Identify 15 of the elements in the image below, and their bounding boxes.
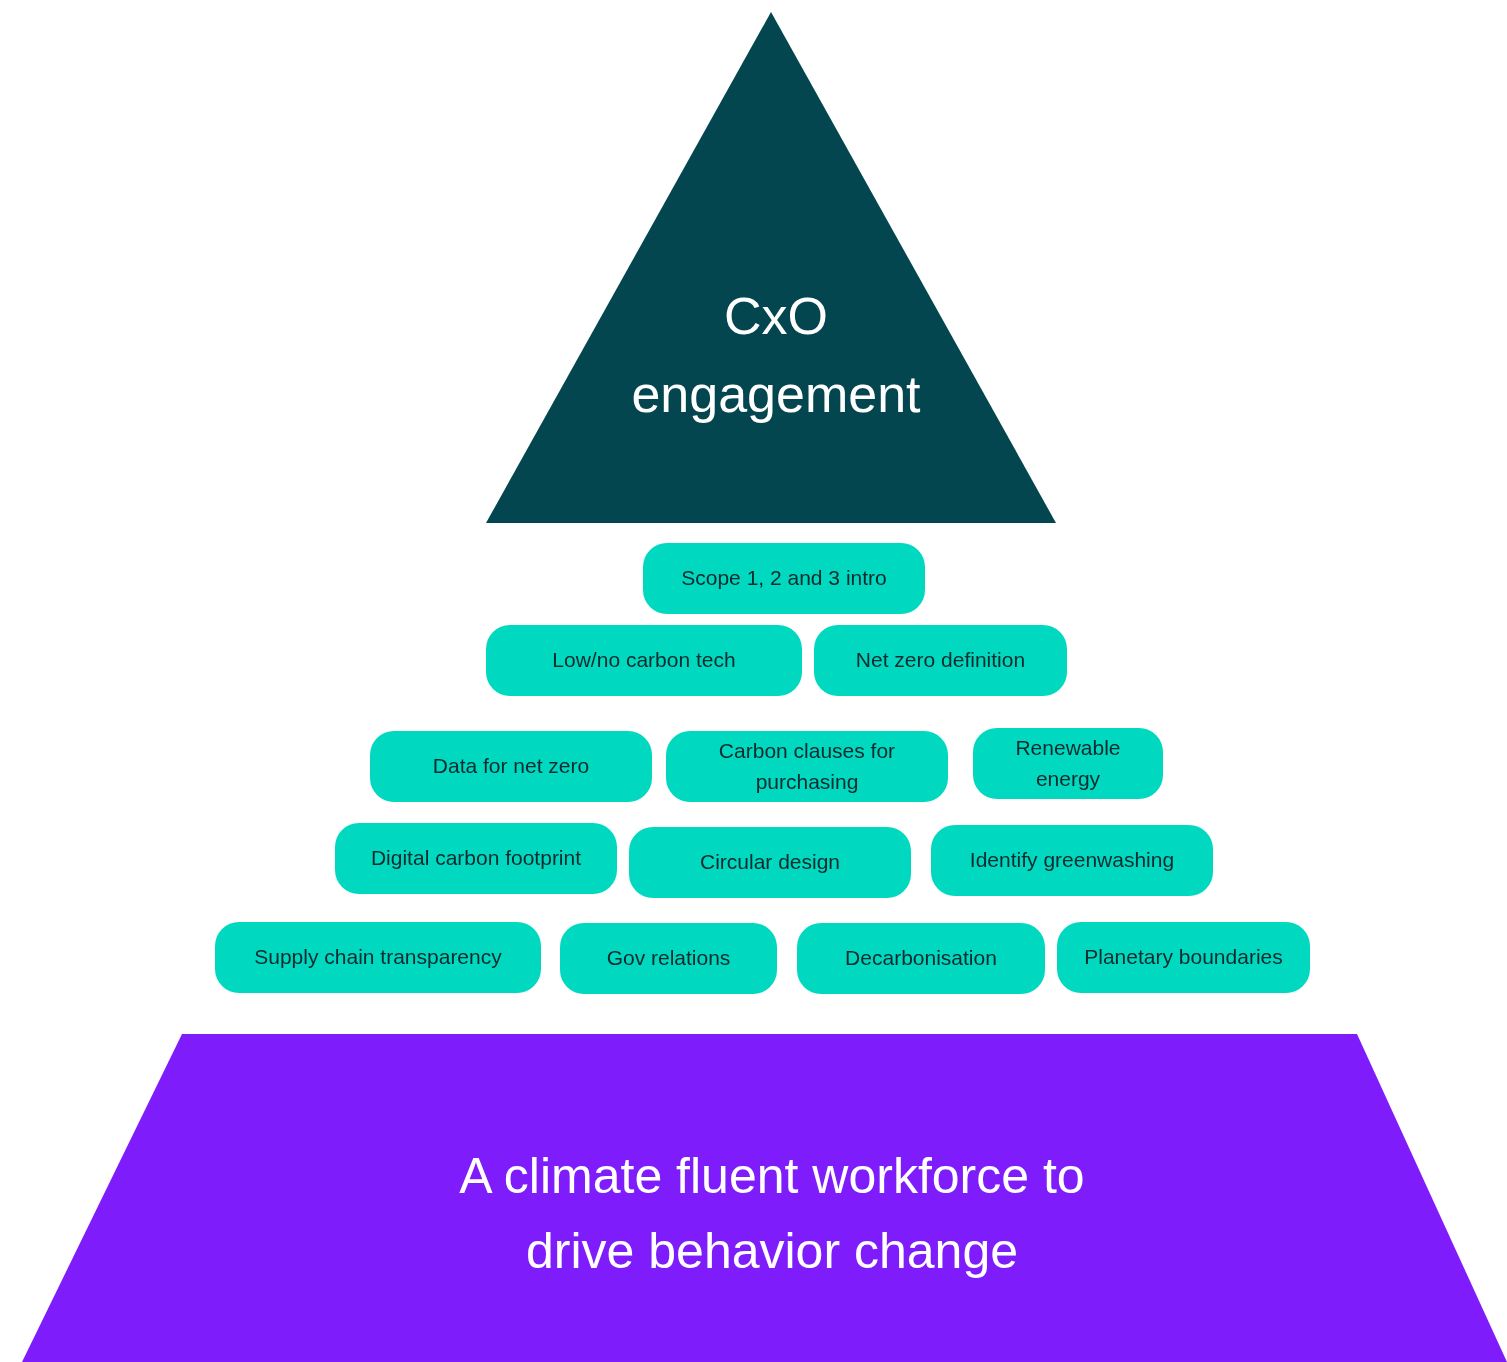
topic-tag: Circular design <box>629 827 911 898</box>
topic-tag: Decarbonisation <box>797 923 1045 994</box>
topic-tag: Identify greenwashing <box>931 825 1213 896</box>
topic-tag: Net zero definition <box>814 625 1067 696</box>
topic-tag: Supply chain transparency <box>215 922 541 993</box>
topic-tag: Planetary boundaries <box>1057 922 1310 993</box>
topic-tag: Scope 1, 2 and 3 intro <box>643 543 925 614</box>
topic-tag: Data for net zero <box>370 731 652 802</box>
topic-tag: Gov relations <box>560 923 777 994</box>
topic-tag: Digital carbon footprint <box>335 823 617 894</box>
topic-tag: Renewable energy <box>973 728 1163 799</box>
base-title: A climate fluent workforce to drive behavior change <box>458 1147 1086 1281</box>
topic-tag: Low/no carbon tech <box>486 625 802 696</box>
topic-tag: Carbon clauses for purchasing <box>666 731 948 802</box>
apex-title: CxO engagement <box>630 286 922 425</box>
